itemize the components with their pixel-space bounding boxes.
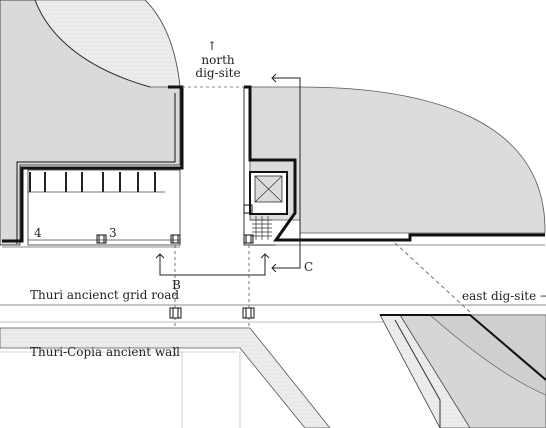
east-building-wall [244,85,545,242]
grid-road-label: Thuri ancienct grid road [30,288,180,302]
west-building-wall [2,85,184,243]
east-dig-site-label: east dig-site → [462,289,546,303]
north-arrow-icon: ↑ [206,39,218,53]
ancient-wall [0,327,331,428]
section-b-marker [159,254,266,276]
column-marker-icon [96,234,181,244]
road-column-marker-icon [169,307,255,319]
ancient-wall-label: Thuri-Copia ancient wall [30,345,180,359]
north-dig-site-label: north dig-site [195,53,241,81]
room-number-4: 4 [34,226,42,240]
section-b-label: B [172,278,181,292]
section-c-marker [272,77,301,269]
section-c-label: C [304,260,314,274]
east-excavation-area [249,86,546,234]
room-number-3: 3 [109,226,117,240]
partition-bays [29,172,156,192]
